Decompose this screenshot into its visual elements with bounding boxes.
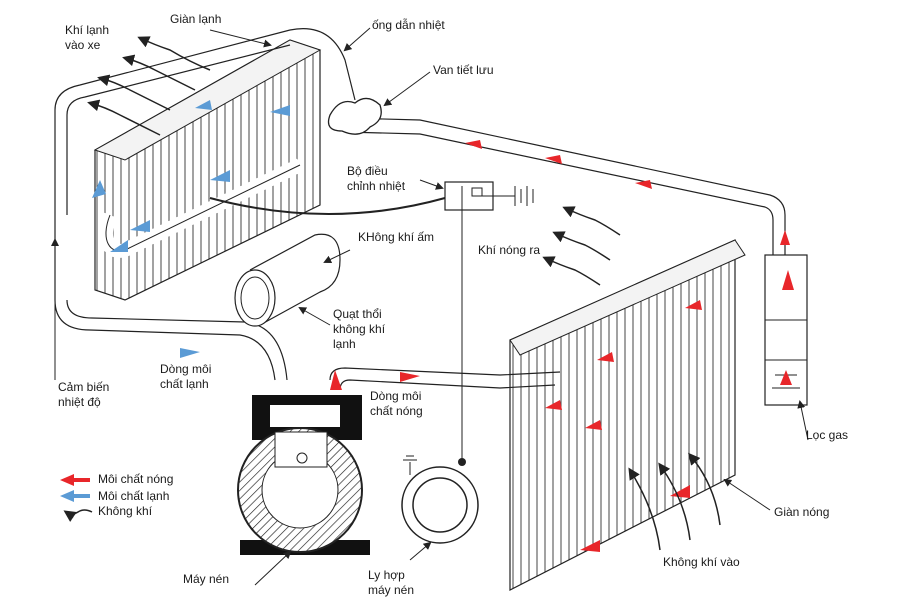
legend-air-arrow xyxy=(63,509,93,522)
label-line: Dòng môi xyxy=(160,362,212,376)
label-cold-refrigerant-flow: Dòng môi chất lạnh xyxy=(160,362,211,392)
legend-hot-arrow xyxy=(60,474,90,486)
legend-cold-label: Môi chất lạnh xyxy=(98,489,170,503)
label-temp-sensor: Cảm biến nhiệt độ xyxy=(58,380,109,410)
compressor xyxy=(237,395,370,555)
label-evaporator: Giàn lạnh xyxy=(170,12,222,26)
label-receiver-drier: Lọc gas xyxy=(806,428,849,442)
legend-hot-label: Môi chất nóng xyxy=(98,472,174,486)
cold-flow-arrows xyxy=(92,100,290,358)
label-line: chất lạnh xyxy=(160,377,209,391)
hot-flow-arrows xyxy=(330,140,794,552)
leader-lines xyxy=(51,27,809,586)
label-line: Bộ điều xyxy=(347,164,388,178)
expansion-valve xyxy=(327,97,382,135)
blower-fan xyxy=(234,233,341,327)
label-condenser: Giàn nóng xyxy=(774,505,830,519)
label-heat-tube: ống dẫn nhiệt xyxy=(372,18,445,32)
legend-air-label: Không khí xyxy=(98,504,153,518)
label-thermostat: Bộ điều chỉnh nhiệt xyxy=(347,164,405,194)
label-blower-fan: Quạt thổi không khí lạnh xyxy=(333,307,385,352)
label-line: nhiệt độ xyxy=(58,395,101,409)
label-air-in: Không khí vào xyxy=(663,555,740,569)
label-line: máy nén xyxy=(368,583,415,597)
legend-symbols xyxy=(60,474,93,522)
refrigerant-pipes xyxy=(54,28,786,391)
thermostat xyxy=(209,181,534,466)
label-expansion-valve: Van tiết lưu xyxy=(433,63,494,77)
label-hot-refrigerant-flow: Dòng môi chất nóng xyxy=(370,389,423,419)
label-warm-air: KHông khí ấm xyxy=(358,230,435,244)
label-compressor-clutch: Ly hợp máy nén xyxy=(368,568,414,598)
label-line: chỉnh nhiệt xyxy=(347,179,406,193)
label-line: Quạt thổi xyxy=(333,307,382,321)
air-arrows xyxy=(87,36,721,551)
label-hot-air-out: Khí nóng ra xyxy=(478,243,541,257)
label-line: Khí lạnh xyxy=(65,23,110,37)
label-line: lạnh xyxy=(333,337,356,351)
legend-cold-arrow xyxy=(60,490,90,502)
label-line: Dòng môi xyxy=(370,389,422,403)
label-line: Cảm biến xyxy=(58,380,110,394)
label-line: không khí xyxy=(333,322,386,336)
label-line: vào xe xyxy=(65,38,101,52)
label-line: Ly hợp xyxy=(368,568,405,582)
condenser xyxy=(509,239,746,591)
label-line: chất nóng xyxy=(370,404,423,418)
label-compressor: Máy nén xyxy=(183,572,230,586)
compressor-clutch xyxy=(401,455,479,544)
label-cold-air-into-car: Khí lạnh vào xe xyxy=(65,23,109,53)
